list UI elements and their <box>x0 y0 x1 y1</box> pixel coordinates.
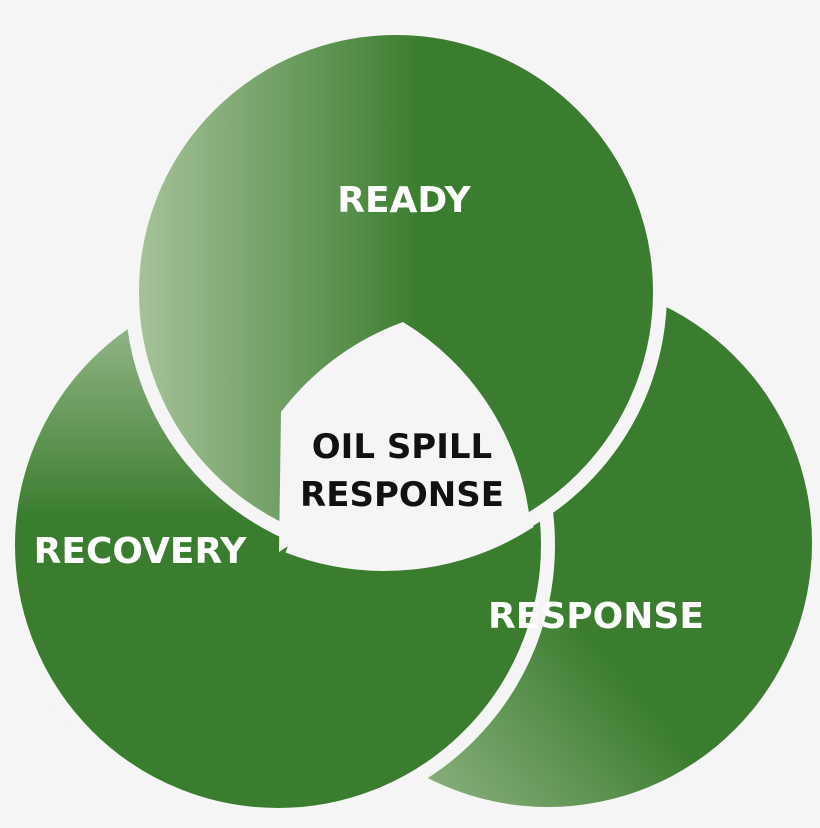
segment-label-recovery: RECOVERY <box>34 531 248 572</box>
center-label-line-1: OIL SPILL <box>312 427 492 467</box>
response-swirl-edge <box>285 515 534 571</box>
center-region <box>279 322 530 560</box>
segment-label-response: RESPONSE <box>488 596 704 637</box>
center-label-line-2: RESPONSE <box>300 475 504 515</box>
segment-label-ready: READY <box>337 180 471 221</box>
